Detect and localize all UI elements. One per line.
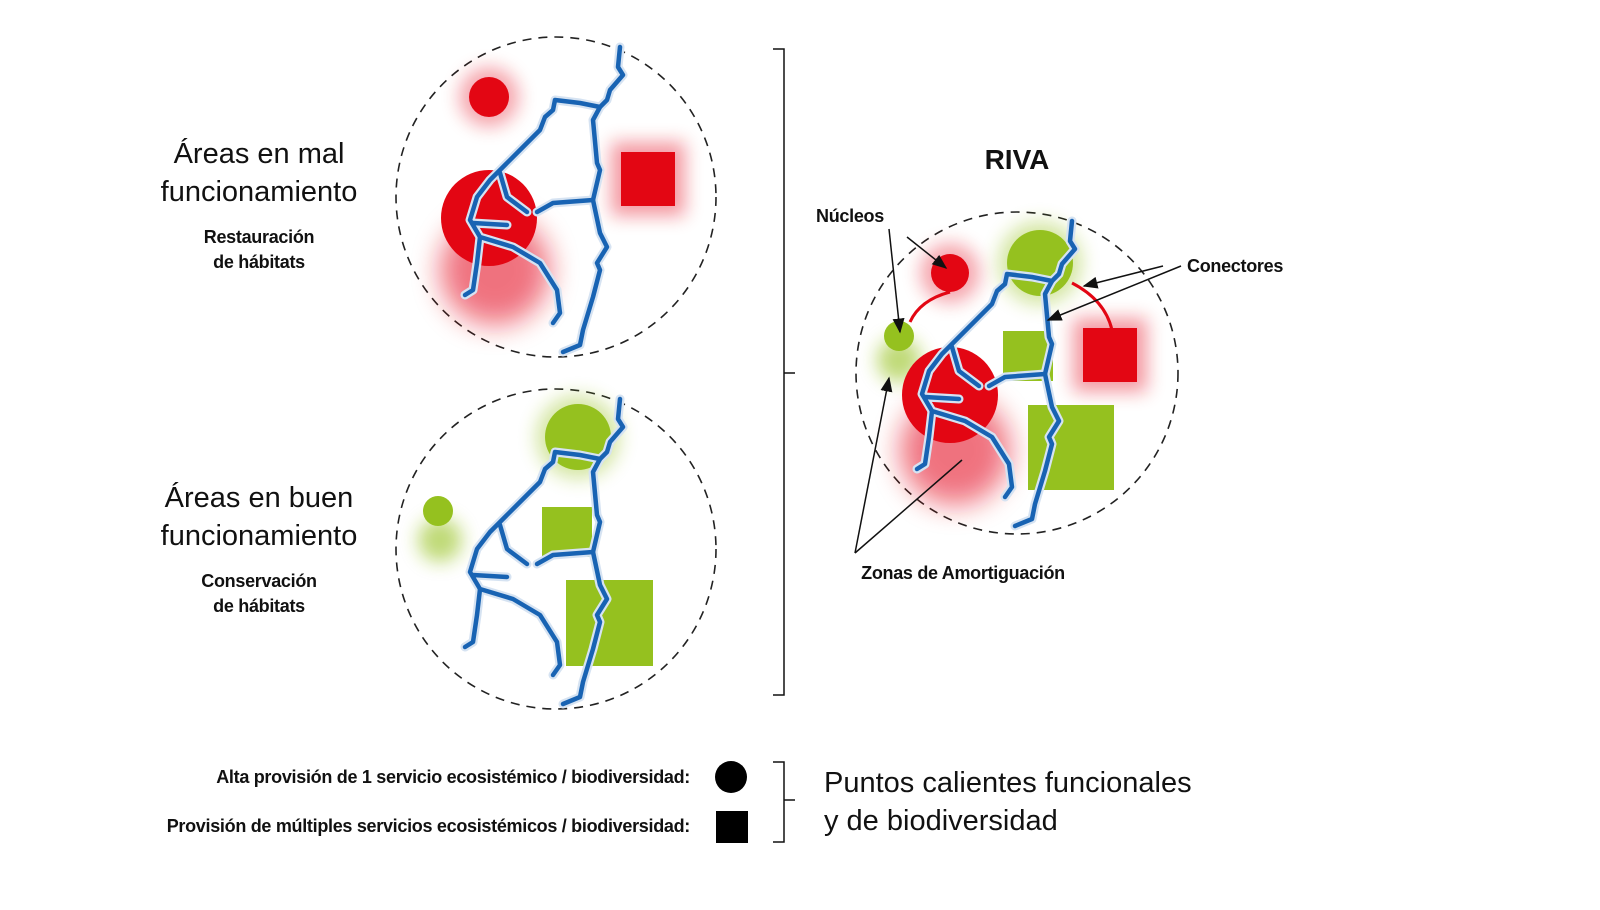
svg-text:funcionamiento: funcionamiento — [161, 520, 358, 552]
label-zonas-amortiguacion: Zonas de Amortiguación — [861, 563, 1065, 583]
area-boundary — [395, 388, 717, 710]
red-core-square — [1083, 328, 1137, 382]
riva-diagram-circle: RIVA Núcleos Conectores Zonas de Amortig… — [816, 144, 1284, 583]
good-areas-label: Áreas en buen funcionamiento Conservació… — [161, 481, 358, 616]
good-areas-diagram — [395, 388, 717, 710]
green-hotspot-circle — [423, 496, 453, 526]
svg-text:Áreas en mal: Áreas en mal — [174, 137, 345, 170]
red-connector — [1071, 281, 1114, 331]
legend: Alta provisión de 1 servicio ecosistémic… — [167, 761, 1192, 843]
red-connector — [908, 290, 951, 323]
area-boundary — [855, 211, 1179, 535]
red-hotspot-square — [621, 152, 675, 206]
svg-text:Conservación: Conservación — [201, 571, 316, 591]
svg-text:funcionamiento: funcionamiento — [161, 176, 358, 208]
bad-areas-label: Áreas en mal funcionamiento Restauración… — [161, 137, 358, 272]
legend-circle-label: Alta provisión de 1 servicio ecosistémic… — [216, 767, 690, 787]
legend-circle-icon — [715, 761, 747, 793]
label-nucleos: Núcleos — [816, 206, 884, 226]
red-hotspot-circle — [469, 77, 509, 117]
green-hotspot-square — [566, 580, 653, 666]
riva-title: RIVA — [985, 144, 1050, 175]
legend-square-icon — [716, 811, 748, 843]
red-hotspot-circle — [441, 170, 537, 266]
area-boundary — [395, 36, 717, 358]
legend-group-label: Puntos calientes funcionales — [824, 767, 1192, 799]
bad-areas-diagram — [395, 36, 717, 358]
legend-group-label: y de biodiversidad — [824, 805, 1058, 837]
legend-bracket — [773, 761, 795, 843]
label-conectores: Conectores — [1187, 256, 1283, 276]
svg-text:Áreas en buen: Áreas en buen — [165, 481, 354, 514]
grouping-bracket — [773, 48, 795, 696]
green-core-circle — [884, 321, 914, 351]
svg-text:de hábitats: de hábitats — [213, 252, 305, 272]
svg-text:de hábitats: de hábitats — [213, 596, 305, 616]
legend-square-label: Provisión de múltiples servicios ecosist… — [167, 816, 690, 836]
svg-text:Restauración: Restauración — [204, 227, 314, 247]
